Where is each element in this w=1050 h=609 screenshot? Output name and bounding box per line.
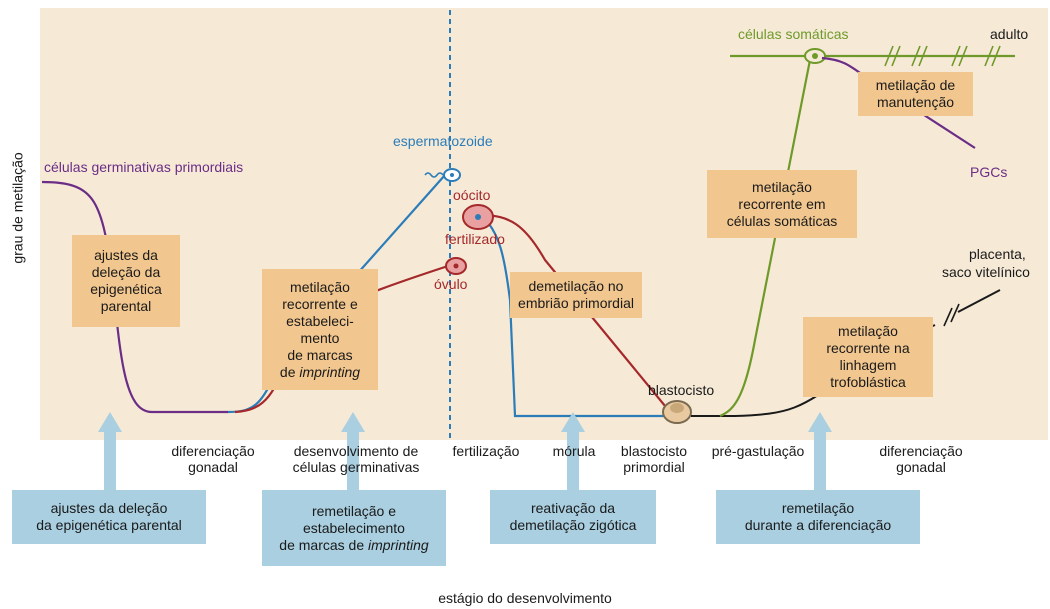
pgcs-label: PGCs [970,164,1008,180]
adult-label: adulto [990,26,1029,42]
stage-pre-gastrulation: pré-gastulação [711,443,805,459]
arrow-3 [561,412,585,490]
blastocyst-label: blastocisto [648,382,715,398]
placenta-label-2: saco vitelínico [942,264,1030,280]
box-parental-deletion: ajustes da deleção da epigenética parent… [72,235,180,327]
arrow-4 [808,412,832,490]
y-axis-label: grau de metilação [9,152,26,264]
trophoblast-curve-end [957,289,1001,313]
blue-box-differentiation-remethylation: remetilação durante a diferenciação [716,490,920,544]
arrow-1 [98,412,122,490]
box-trophoblast-methylation: metilação recorrente na linhagem trofobl… [803,317,933,397]
stage-fertilization: fertilização [452,443,520,459]
box-maintenance-methylation: metilação de manutenção [858,72,973,116]
sperm-label: espermatozoide [393,133,493,149]
blue-box-remethylation-imprinting: remetilação e estabelecimento de marcas … [262,490,446,566]
somatic-curve [719,59,812,418]
fertilized-label: fertilizado [445,231,505,247]
sperm-tail [424,172,444,178]
egg-label: óvulo [434,276,468,292]
placenta-label-1: placenta, [969,246,1026,262]
box-early-embryo-demethylation: demetilação no embrião primordial [510,272,642,318]
blue-box-parental-deletion: ajustes da deleção da epigenética parent… [12,490,206,544]
oocyte-label: oócito [453,187,491,203]
stage-morula: mórula [552,443,596,459]
box-somatic-methylation: metilação recorrente em células somática… [707,170,857,238]
box-recurrent-methylation-imprinting: metilação recorrente e estabeleci- mento… [262,269,378,390]
x-axis-label: estágio do desenvolvimento [438,590,612,606]
arrow-2 [341,412,365,490]
pgc-label: células germinativas primordiais [44,159,244,175]
blue-box-zygotic-demethylation: reativação da demetilação zigótica [490,490,656,544]
somatic-label: células somáticas [738,26,849,42]
